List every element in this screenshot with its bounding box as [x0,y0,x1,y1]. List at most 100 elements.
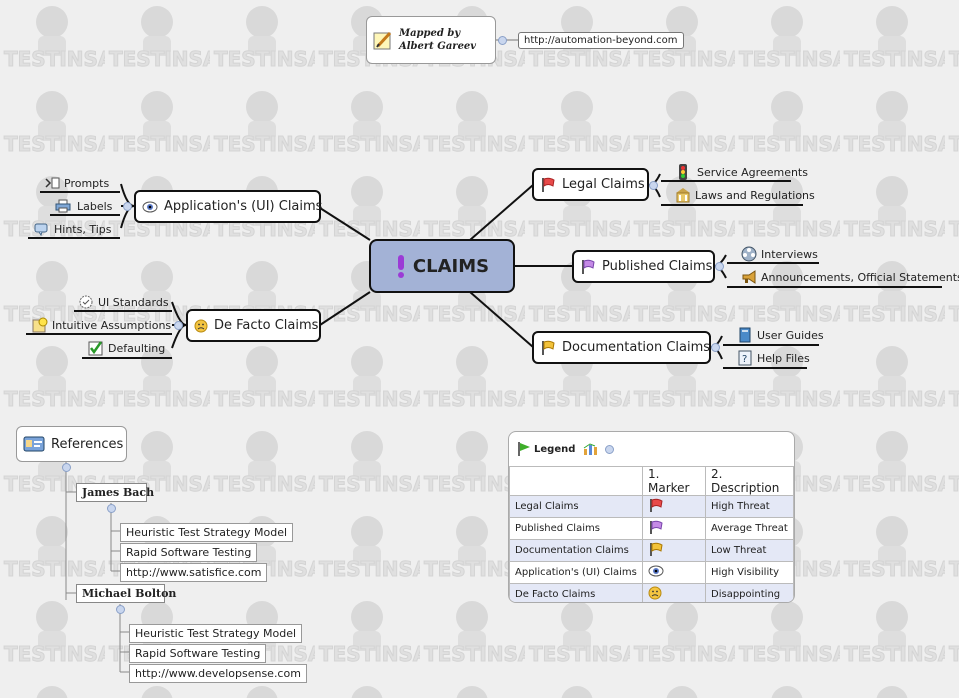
reference-person-michael-bolton[interactable]: Michael Bolton [76,584,176,603]
leaf-ui-standards[interactable]: UI Standards [78,294,169,310]
author-note-text: Mapped by Albert Gareev [399,28,477,52]
reference-item[interactable]: Heuristic Test Strategy Model [129,624,303,643]
legend-row: Legal Claims High Threat [509,495,794,518]
note-icon [373,30,393,50]
leaf-service-agreements[interactable]: Service Agreements [675,164,808,180]
branch-published-claims-label: Published Claims [602,259,713,274]
book-icon [737,327,753,343]
central-topic-label: CLAIMS [412,255,490,277]
leaf-underline [28,237,120,239]
michael-bolton-toggle[interactable] [116,605,125,614]
leaf-labels-label: Labels [77,199,113,213]
leaf-defaulting[interactable]: Defaulting [88,340,165,356]
printer-icon [55,198,71,214]
ui-claims-toggle[interactable] [123,202,132,211]
leaf-underline [74,310,172,312]
legend-col-marker: 1. Marker [642,466,706,496]
leaf-underline [40,191,120,193]
reference-item[interactable]: Rapid Software Testing [120,543,258,562]
bar-chart-icon [583,442,599,456]
stamp-icon [78,294,94,310]
legend-table: 1. Marker 2. Description Legal Claims Hi… [509,466,794,602]
reference-person-james-bach[interactable]: James Bach [76,483,154,502]
yellow-flag-icon [540,340,556,356]
reference-item[interactable]: http://www.satisfice.com [120,563,268,582]
leaf-laws-and-regulations[interactable]: Laws and Regulations [675,187,815,203]
note-link-toggle[interactable] [498,36,507,45]
legend-row-label: Published Claims [509,517,643,540]
leaf-underline [26,333,172,335]
yellow-flag-icon [650,542,663,556]
references-node[interactable]: References [16,426,127,462]
legend-header-row: 1. Marker 2. Description [509,466,794,496]
leaf-help-files[interactable]: ? Help Files [737,350,810,366]
leaf-user-guides[interactable]: User Guides [737,327,824,343]
james-bach-toggle[interactable] [107,504,116,513]
branch-ui-claims-label: Application's (UI) Claims [164,199,323,214]
author-note[interactable]: Mapped by Albert Gareev [366,16,496,64]
sad-face-icon [194,319,208,333]
legend-row-marker [642,517,706,540]
film-reel-icon [741,246,757,262]
leaf-laws-and-regulations-label: Laws and Regulations [695,188,815,202]
legend-header: Legend [517,441,615,457]
leaf-underline [50,214,120,216]
eye-icon [142,201,158,213]
branch-defacto-claims[interactable]: De Facto Claims [186,309,321,342]
references-title: References [51,436,124,452]
leaf-underline [723,367,807,369]
red-flag-icon [650,498,663,512]
leaf-underline [661,180,791,182]
leaf-labels[interactable]: Labels [55,198,112,214]
references-toggle[interactable] [62,463,71,472]
leaf-hints-tips-label: Hints, Tips [54,222,112,236]
legend-row: Application's (UI) Claims High Visibilit… [509,561,794,584]
traffic-light-icon [675,164,691,180]
reference-item[interactable]: http://www.developsense.com [129,664,307,683]
leaf-underline [723,344,819,346]
legend-row-marker [642,583,706,602]
legend-panel: Legend 1. Marker 2. Description Legal Cl… [508,431,795,603]
legend-row-marker [642,495,706,518]
leaf-prompts[interactable]: Prompts [44,175,109,191]
defacto-claims-toggle[interactable] [174,321,183,330]
leaf-intuitive-assumptions-label: Intuitive Assumptions [52,318,172,332]
branch-published-claims[interactable]: Published Claims [572,250,715,283]
svg-text:?: ? [742,354,747,365]
legend-row-label: Documentation Claims [509,539,643,562]
legend-row-description: Low Threat [705,539,794,562]
leaf-underline [727,286,942,288]
purple-flag-icon [580,259,596,275]
leaf-interviews[interactable]: Interviews [741,246,818,262]
legend-row: Published Claims Average Threat [509,517,794,540]
idea-icon [32,317,48,333]
central-topic[interactable]: CLAIMS [369,239,515,293]
leaf-underline [727,262,819,264]
leaf-interviews-label: Interviews [761,247,818,261]
legend-toggle[interactable] [605,444,615,454]
branch-legal-claims[interactable]: Legal Claims [532,168,649,201]
megaphone-icon [741,269,757,285]
leaf-intuitive-assumptions[interactable]: Intuitive Assumptions [32,317,171,333]
leaf-announcements[interactable]: Announcements, Official Statements [741,269,959,285]
legal-claims-toggle[interactable] [649,181,658,190]
leaf-ui-standards-label: UI Standards [98,295,169,309]
green-flag-icon [517,441,531,457]
author-link[interactable]: http://automation-beyond.com [518,32,684,49]
help-icon: ? [737,350,753,366]
published-claims-toggle[interactable] [715,262,724,271]
documentation-claims-toggle[interactable] [711,343,720,352]
branch-ui-claims[interactable]: Application's (UI) Claims [134,190,323,223]
legend-title: Legend [534,443,576,455]
building-icon [675,187,691,203]
legend-row-description: High Threat [705,495,794,518]
legend-row-label: Application's (UI) Claims [509,561,643,584]
purple-flag-icon [650,520,663,534]
reference-item[interactable]: Rapid Software Testing [129,644,267,663]
reference-item[interactable]: Heuristic Test Strategy Model [120,523,294,542]
leaf-hints-tips[interactable]: Hints, Tips [34,221,112,237]
checkmark-icon [88,340,104,356]
legend-row-label: Legal Claims [509,495,643,518]
leaf-service-agreements-label: Service Agreements [697,165,808,179]
branch-documentation-claims[interactable]: Documentation Claims [532,331,711,364]
